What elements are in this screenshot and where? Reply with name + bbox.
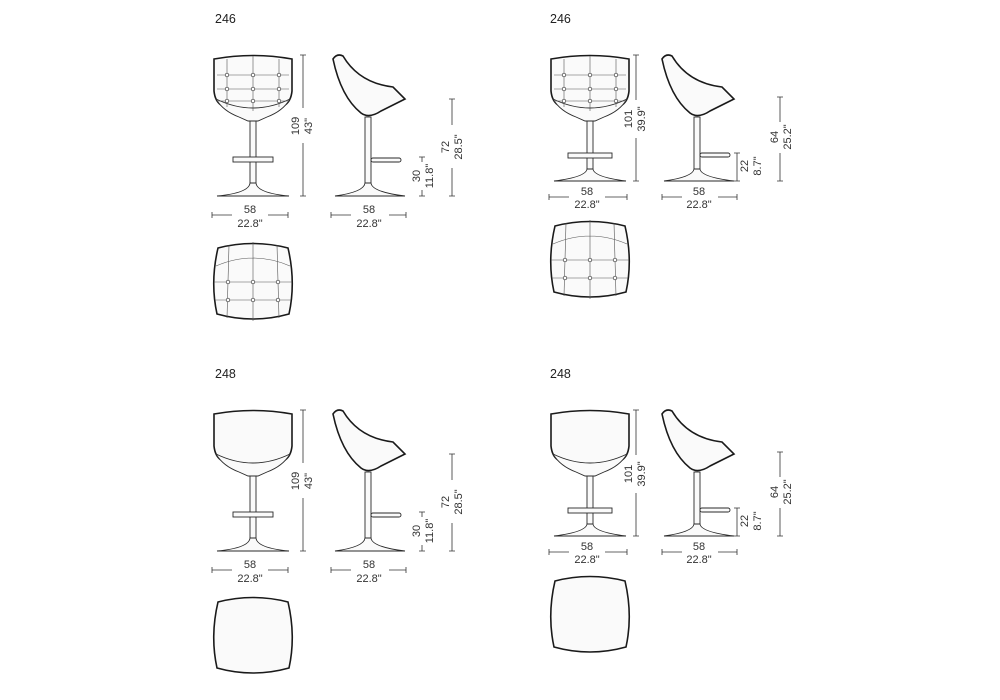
- seat-in: 25.2": [782, 479, 794, 504]
- footrest-in: 11.8": [424, 164, 436, 189]
- footrest-cm: 30: [411, 170, 423, 182]
- footrest-height-dimension: 22 8.7": [734, 152, 764, 182]
- footrest-height-dimension: 30 11.8": [411, 511, 436, 552]
- side-width-cm: 58: [693, 541, 705, 553]
- seat-in: 25.2": [782, 124, 794, 149]
- seat-cm: 64: [769, 486, 781, 498]
- side-width-cm: 58: [693, 186, 705, 198]
- model-label: 248: [550, 367, 571, 381]
- panel-248-short: 248 101 39.9" 64 25.2" 22 8.7" 58 22.8": [548, 367, 794, 653]
- height-in: 43": [303, 473, 315, 489]
- panel-246-tall: 246 109 43" 72 28.5" 30 11.8" 58 22.8": [211, 12, 465, 322]
- height-in: 39.9": [636, 106, 648, 131]
- footrest-height-dimension: 22 8.7": [734, 507, 764, 537]
- panel-248-tall: 248 109 43" 72 28.5" 30 11.8" 58 22.8": [211, 367, 465, 674]
- front-view-stool: [213, 409, 293, 552]
- side-width-dimension: 58 22.8": [661, 541, 738, 566]
- height-cm: 101: [623, 465, 635, 483]
- side-width-dimension: 58 22.8": [330, 559, 407, 585]
- side-view-stool: [661, 54, 735, 182]
- top-view-seat: [549, 219, 631, 300]
- side-width-cm: 58: [363, 559, 375, 571]
- height-cm: 109: [290, 472, 302, 490]
- side-width-in: 22.8": [686, 199, 711, 211]
- panel-246-short: 246 101 39.9" 64 25.2" 22 8.7" 58 22.8": [548, 12, 794, 300]
- front-view-stool: [213, 54, 293, 197]
- model-label: 246: [550, 12, 571, 26]
- front-width-dimension: 58 22.8": [548, 186, 628, 211]
- height-cm: 101: [623, 110, 635, 128]
- side-view-stool: [332, 54, 406, 197]
- footrest-in: 8.7": [752, 156, 764, 175]
- front-width-cm: 58: [244, 204, 256, 216]
- seat-height-dimension: 72 28.5": [440, 453, 465, 552]
- front-width-cm: 58: [581, 186, 593, 198]
- side-width-dimension: 58 22.8": [661, 186, 738, 211]
- seat-height-dimension: 64 25.2": [769, 451, 794, 537]
- seat-cm: 64: [769, 131, 781, 143]
- side-view-stool: [661, 409, 735, 537]
- seat-cm: 72: [440, 141, 452, 153]
- model-label: 248: [215, 367, 236, 381]
- seat-height-dimension: 64 25.2": [769, 96, 794, 182]
- footrest-cm: 30: [411, 525, 423, 537]
- footrest-height-dimension: 30 11.8": [411, 156, 436, 197]
- front-width-dimension: 58 22.8": [211, 204, 289, 230]
- front-width-dimension: 58 22.8": [211, 559, 289, 585]
- footrest-cm: 22: [739, 515, 751, 527]
- front-view-stool: [550, 409, 630, 537]
- side-view-stool: [332, 409, 406, 552]
- seat-in: 28.5": [453, 489, 465, 514]
- footrest-in: 11.8": [424, 519, 436, 544]
- height-dimension: 109 43": [290, 409, 315, 552]
- footrest-in: 8.7": [752, 511, 764, 530]
- height-dimension: 101 39.9": [623, 409, 648, 537]
- front-view-stool: [550, 54, 630, 182]
- side-width-in: 22.8": [356, 218, 381, 230]
- seat-cm: 72: [440, 496, 452, 508]
- front-width-in: 22.8": [574, 554, 599, 566]
- front-width-in: 22.8": [237, 573, 262, 585]
- top-view-seat: [549, 575, 631, 653]
- height-in: 39.9": [636, 461, 648, 486]
- footrest-cm: 22: [739, 160, 751, 172]
- top-view-seat: [212, 596, 294, 674]
- height-dimension: 101 39.9": [623, 54, 648, 182]
- front-width-cm: 58: [244, 559, 256, 571]
- side-width-cm: 58: [363, 204, 375, 216]
- side-width-dimension: 58 22.8": [330, 204, 407, 230]
- front-width-dimension: 58 22.8": [548, 541, 628, 566]
- model-label: 246: [215, 12, 236, 26]
- front-width-in: 22.8": [237, 218, 262, 230]
- seat-height-dimension: 72 28.5": [440, 98, 465, 197]
- seat-in: 28.5": [453, 134, 465, 159]
- front-width-in: 22.8": [574, 199, 599, 211]
- height-cm: 109: [290, 117, 302, 135]
- height-dimension: 109 43": [290, 54, 315, 197]
- height-in: 43": [303, 118, 315, 134]
- side-width-in: 22.8": [356, 573, 381, 585]
- top-view-seat: [212, 241, 294, 322]
- front-width-cm: 58: [581, 541, 593, 553]
- side-width-in: 22.8": [686, 554, 711, 566]
